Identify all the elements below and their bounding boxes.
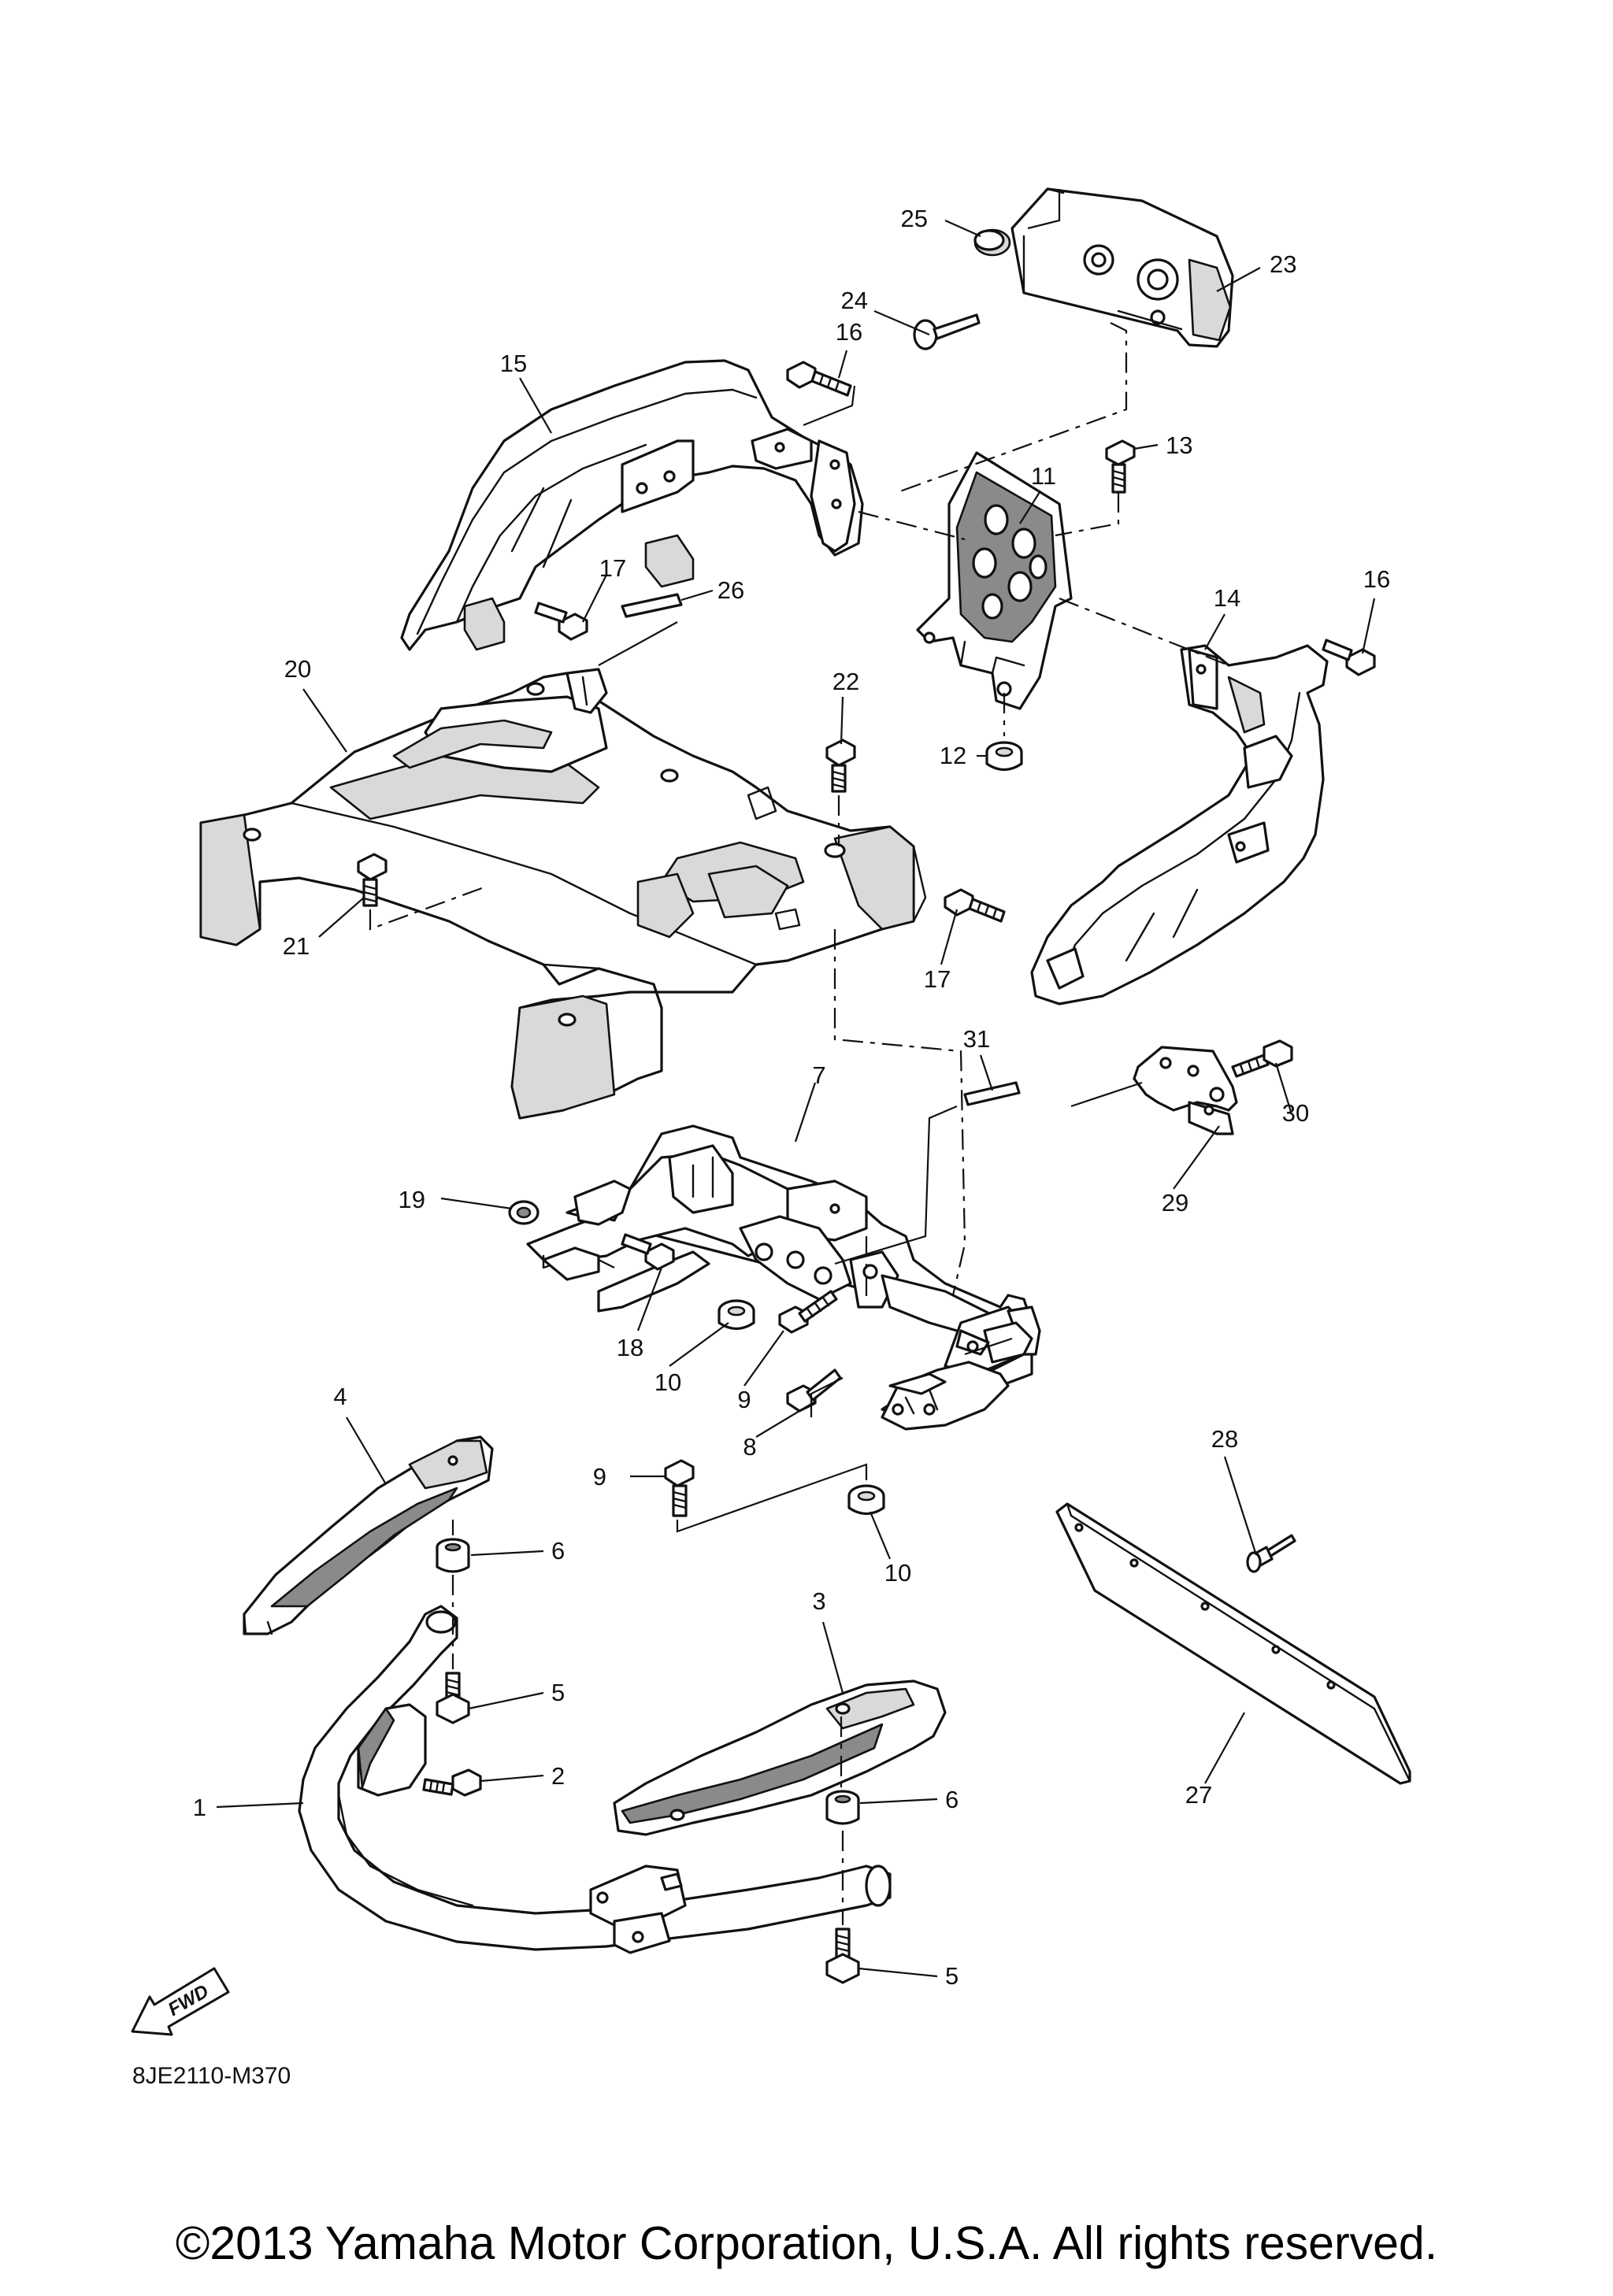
part-20-rear-fender — [199, 668, 927, 1120]
part-16-bolt-top — [786, 361, 852, 397]
callout-label: 1 — [193, 1794, 206, 1821]
callout-label: 14 — [1214, 584, 1240, 612]
part-17-bolt-upper — [534, 602, 588, 641]
callout-label: 8 — [743, 1433, 756, 1461]
part-31-label — [963, 1081, 1021, 1106]
callout-label: 10 — [654, 1368, 681, 1396]
callout-label: 16 — [1363, 565, 1390, 593]
part-27-plate — [1055, 1502, 1411, 1785]
copyright-notice: ©2013 Yamaha Motor Corporation, U.S.A. A… — [175, 2217, 1438, 2269]
callout-label: 4 — [333, 1383, 347, 1410]
callout-label: 2 — [551, 1762, 565, 1790]
callout-label: 31 — [963, 1025, 990, 1053]
callout-label: 3 — [812, 1587, 825, 1615]
callout-label: 15 — [500, 350, 527, 377]
part-3-guard-cover — [613, 1679, 947, 1836]
part-29-bracket — [1133, 1046, 1238, 1135]
callout-label: 26 — [718, 576, 744, 604]
callout-label: 6 — [551, 1537, 565, 1565]
diagram-code: 8JE2110-M370 — [132, 2063, 291, 2089]
part-5-bolt-lower — [825, 1928, 860, 1984]
callout-label: 29 — [1162, 1189, 1188, 1217]
part-1-guard-bar — [298, 1605, 892, 1954]
callout-label: 17 — [599, 554, 626, 582]
part-30-bolt — [1231, 1039, 1293, 1078]
part-7-frame — [526, 1124, 1041, 1431]
part-26-label — [621, 593, 683, 618]
callout-label: 19 — [399, 1186, 425, 1213]
part-2-bolt — [422, 1768, 482, 1797]
part-6-spacer-upper — [436, 1538, 470, 1573]
part-13-bolt — [1105, 439, 1136, 494]
callout-label: 5 — [945, 1962, 959, 1990]
part-10-nut-lower — [847, 1484, 885, 1516]
part-24-screw — [913, 313, 981, 350]
part-19-grommet — [508, 1200, 540, 1225]
assembly-lines — [369, 322, 1229, 1925]
callout-label: 22 — [832, 668, 859, 695]
callout-label: 18 — [617, 1334, 643, 1361]
callout-label: 21 — [283, 932, 310, 960]
part-5-bolt-upper — [436, 1672, 470, 1724]
part-10-nut-upper — [718, 1299, 755, 1331]
part-25-cap — [973, 228, 1011, 257]
part-8-bolt — [786, 1368, 842, 1413]
callout-label: 23 — [1270, 250, 1296, 278]
callout-label: 25 — [901, 205, 928, 232]
part-22-bolt — [825, 739, 856, 793]
part-14-rack-right — [1030, 644, 1329, 1005]
part-9-bolt-lower — [664, 1459, 695, 1517]
callout-label: 30 — [1282, 1099, 1309, 1127]
callout-leaders — [216, 219, 1376, 1978]
part-9-bolt-upper — [778, 1290, 838, 1334]
callout-label: 10 — [884, 1559, 911, 1587]
callout-label: 6 — [945, 1786, 959, 1813]
part-28-rivet — [1246, 1534, 1296, 1573]
solid-assembly-lines — [598, 189, 1143, 1533]
part-17-bolt-lower — [944, 888, 1006, 923]
part-16-bolt-right — [1322, 639, 1376, 676]
part-11-bracket — [916, 451, 1073, 710]
callout-label: 5 — [551, 1679, 565, 1706]
callout-label: 16 — [836, 318, 862, 346]
part-23-rear-cover — [1010, 187, 1234, 348]
callout-label: 28 — [1211, 1425, 1238, 1453]
callout-label: 12 — [940, 742, 966, 769]
callout-label: 9 — [737, 1386, 751, 1413]
callout-label: 13 — [1166, 431, 1192, 459]
callout-label: 7 — [812, 1061, 825, 1089]
part-21-bolt — [357, 853, 387, 907]
part-18-bolt — [621, 1233, 675, 1271]
callout-label: 11 — [1031, 462, 1056, 490]
part-4-guard-cover — [243, 1435, 494, 1635]
callout-label: 17 — [924, 965, 951, 993]
part-12-nut — [985, 741, 1023, 772]
callout-label: 20 — [284, 655, 311, 683]
part-15-rack-left — [400, 359, 864, 651]
fwd-arrow-icon: FWD — [131, 1967, 230, 2036]
callout-label: 27 — [1185, 1781, 1212, 1809]
callout-labels: 1 2 3 4 5 5 6 6 7 8 9 9 10 10 11 12 13 1… — [193, 205, 1390, 1990]
callout-label: 24 — [841, 287, 868, 314]
callout-label: 9 — [593, 1463, 606, 1491]
part-6-spacer-lower — [825, 1790, 860, 1825]
